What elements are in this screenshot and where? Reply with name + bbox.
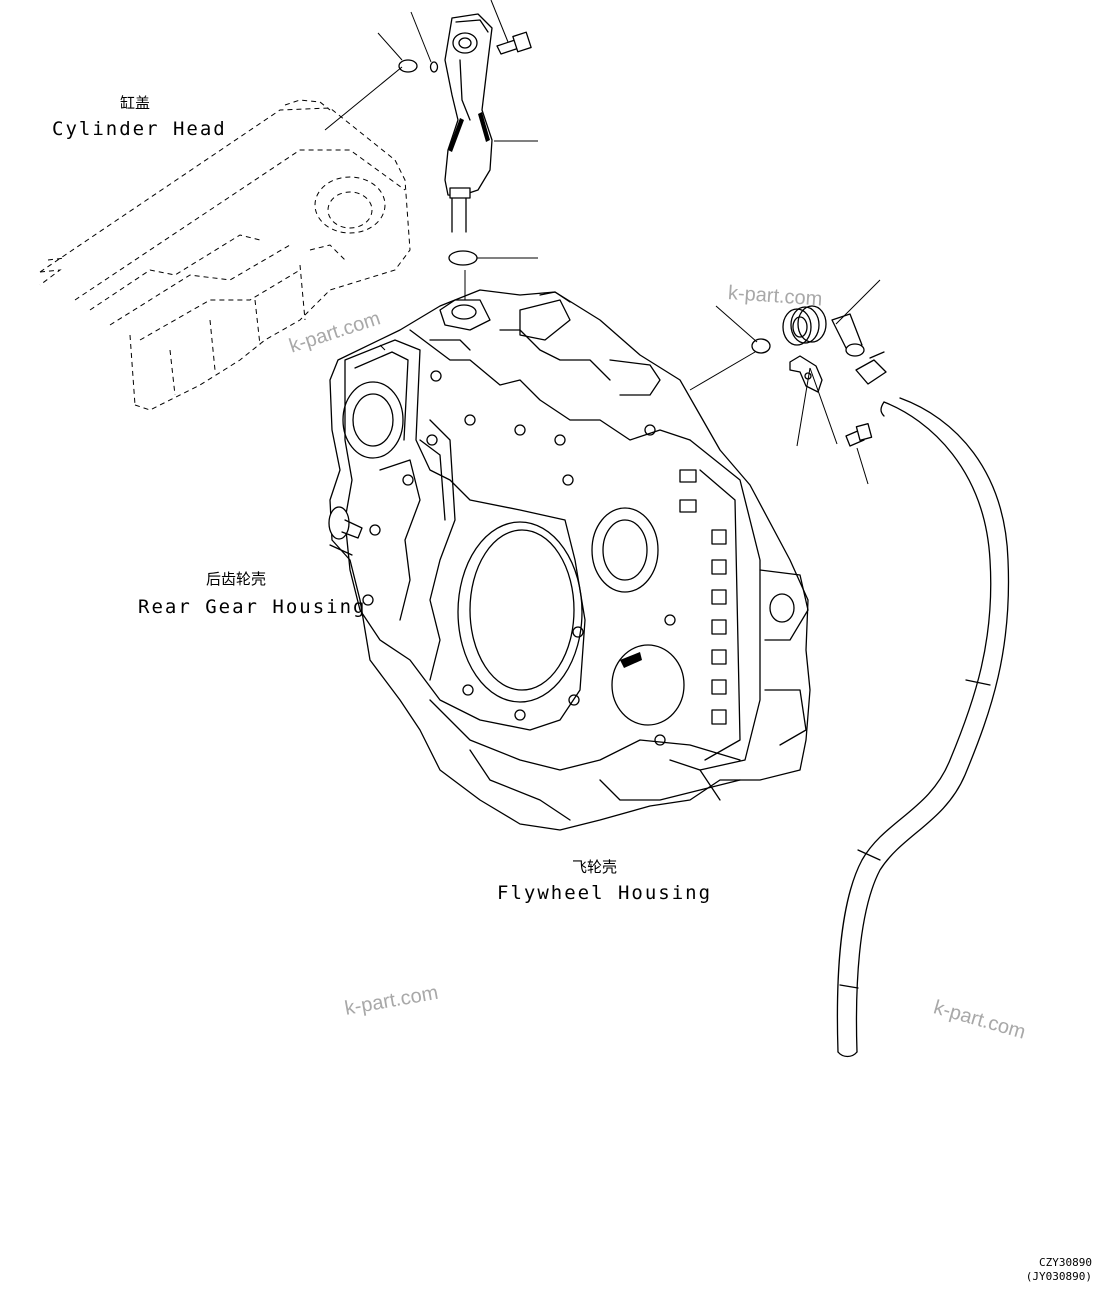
breather-pipe	[444, 13, 493, 233]
cylinder-head-outline	[39, 99, 411, 411]
hose-clamp-fitting	[855, 351, 887, 385]
bracket-clip	[789, 355, 823, 393]
clip-bolt	[845, 423, 873, 447]
pipe-mounting-bolt	[496, 31, 532, 55]
o-ring-small	[429, 61, 439, 73]
breather-hose	[836, 397, 1010, 1058]
cylinder-head-label-en: Cylinder Head	[52, 118, 227, 140]
pipe-seal-ring	[448, 250, 478, 266]
rear-gear-housing-label-en: Rear Gear Housing	[138, 596, 367, 618]
flywheel-housing-label-en: Flywheel Housing	[497, 882, 713, 904]
cylinder-head-label-cn: 缸盖	[120, 94, 151, 112]
flywheel-housing-label-cn: 飞轮壳	[572, 858, 618, 876]
drawing-code-secondary: (JY030890)	[1025, 1270, 1092, 1283]
flywheel-housing	[328, 289, 811, 831]
drawing-code-primary: CZY30890	[1039, 1256, 1092, 1269]
drawing-code: CZY30890 (JY030890)	[1026, 1256, 1092, 1284]
rear-gear-housing-label-cn: 后齿轮壳	[206, 570, 267, 588]
leader-lines	[324, 0, 881, 485]
gasket-small	[751, 338, 771, 354]
o-ring-large	[398, 59, 418, 73]
oil-seal	[782, 305, 827, 346]
breather-elbow	[831, 313, 865, 357]
